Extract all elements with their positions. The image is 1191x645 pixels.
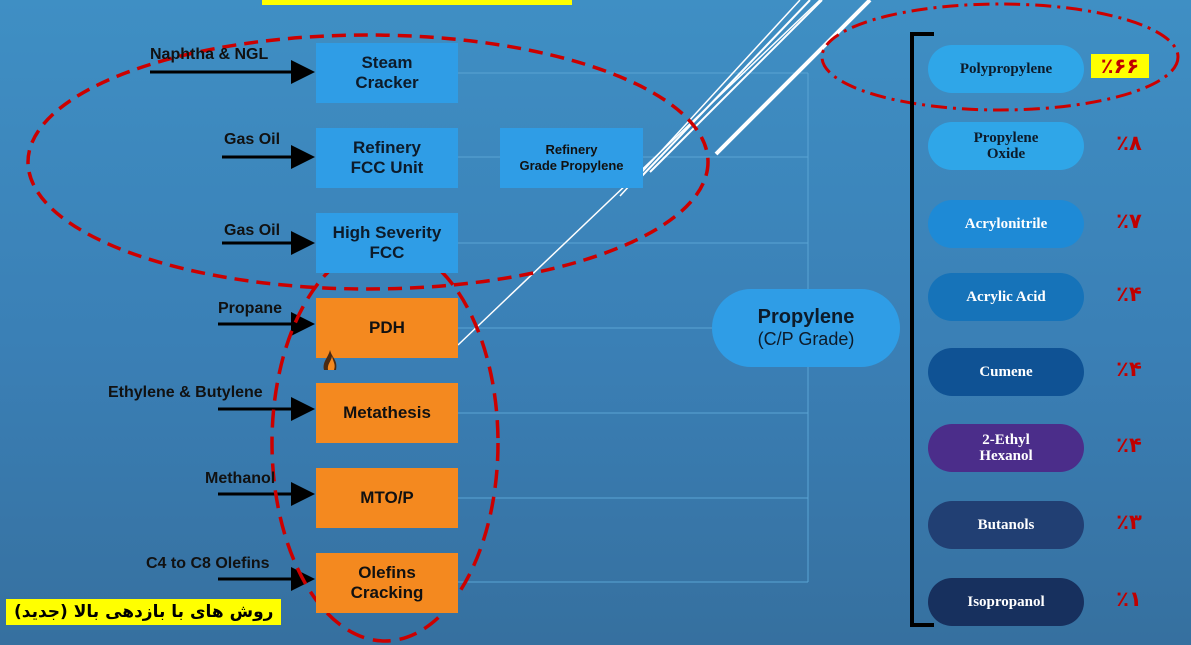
conventional-methods-ellipse — [26, 33, 710, 291]
product-percentage: ٪۴ — [1116, 433, 1142, 457]
input-label-methanol: Methanol — [205, 470, 276, 487]
center-subtitle: (C/P Grade) — [757, 329, 855, 349]
process-olefins-cracking: Olefins Cracking — [316, 553, 458, 613]
top-highlight-strip — [262, 0, 572, 5]
refinery-grade-propylene-box: Refinery Grade Propylene — [500, 128, 643, 188]
product-pill: Propylene Oxide — [928, 122, 1084, 170]
process-mto-p: MTO/P — [316, 468, 458, 528]
input-label-gas-oil-2: Gas Oil — [224, 222, 281, 239]
input-label-c4-c8-olefins: C4 to C8 Olefins — [146, 555, 270, 572]
product-percentage: ٪۳ — [1116, 510, 1142, 534]
process-steam-cracker: Steam Cracker — [316, 43, 458, 103]
product-percentage: ٪۸ — [1116, 131, 1142, 155]
high-yield-methods-note: روش های با بازدهی بالا (جدید) — [6, 599, 282, 625]
product-pill: Acrylonitrile — [928, 200, 1084, 248]
product-percentage: ٪۴ — [1116, 357, 1142, 381]
collector-lines — [458, 72, 809, 583]
products-bracket — [910, 32, 934, 627]
product-pill: Butanols — [928, 501, 1084, 549]
process-high-severity-fcc: High Severity FCC — [316, 213, 458, 273]
pdh-label: PDH — [369, 317, 405, 337]
product-pill: Polypropylene — [928, 45, 1084, 93]
product-percentage: ٪۶۶ — [1091, 54, 1149, 78]
propylene-center-node: Propylene (C/P Grade) — [712, 289, 900, 367]
input-arrows — [150, 60, 315, 591]
center-title: Propylene — [757, 306, 855, 328]
input-label-ethylene-butylene: Ethylene & Butylene — [108, 384, 263, 401]
polypropylene-ellipse — [820, 2, 1180, 112]
product-percentage: ٪۷ — [1116, 209, 1142, 233]
product-pill: Isopropanol — [928, 578, 1084, 626]
product-pill: Acrylic Acid — [928, 273, 1084, 321]
product-percentage: ٪۴ — [1116, 282, 1142, 306]
process-metathesis: Metathesis — [316, 383, 458, 443]
vcm-logo-icon — [320, 326, 342, 371]
input-label-gas-oil-1: Gas Oil — [224, 131, 281, 148]
input-label-propane: Propane — [218, 300, 283, 317]
product-pill: Cumene — [928, 348, 1084, 396]
input-label-naphtha: Naphtha & NGL — [150, 46, 269, 63]
product-percentage: ٪۱ — [1116, 587, 1142, 611]
process-refinery-fcc: Refinery FCC Unit — [316, 128, 458, 188]
product-pill: 2-Ethyl Hexanol — [928, 424, 1084, 472]
process-pdh: PDH — [316, 298, 458, 371]
